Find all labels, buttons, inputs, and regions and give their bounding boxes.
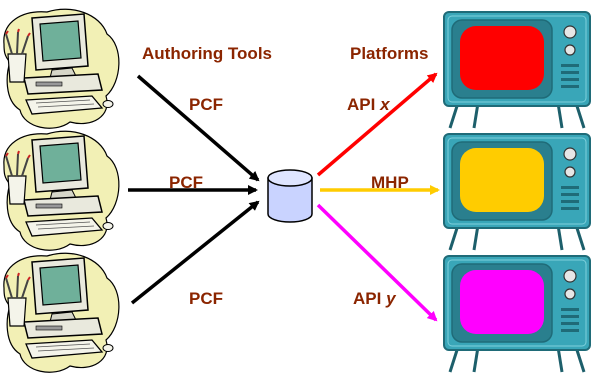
api-y-variable: y — [386, 289, 396, 308]
api-x-label: API x — [347, 96, 390, 113]
pcf-bottom-label: PCF — [189, 289, 223, 308]
television-middle-icon — [442, 132, 592, 252]
arrow-api-y — [316, 203, 438, 322]
api-y-prefix: API — [353, 289, 387, 308]
arrow-pcf-bottom — [130, 200, 260, 305]
computer-bottom-icon — [2, 252, 120, 374]
arrow-api-x — [316, 72, 438, 177]
platforms-label: Platforms — [350, 44, 429, 63]
tv-screen-bottom — [460, 270, 544, 334]
pcf-top-label: PCF — [189, 95, 223, 114]
computer-middle-icon — [2, 130, 120, 252]
television-bottom-icon — [442, 254, 592, 374]
pcf-middle-label: PCF — [169, 173, 203, 192]
tv-screen-top — [460, 26, 544, 90]
computer-top-icon — [2, 8, 120, 130]
api-x-variable: x — [380, 95, 390, 114]
api-y-label: API y — [353, 290, 396, 307]
api-x-prefix: API — [347, 95, 381, 114]
tv-screen-middle — [460, 148, 544, 212]
authoring-tools-label: Authoring Tools — [142, 44, 272, 63]
arrow-pcf-top — [136, 74, 260, 182]
database-icon — [267, 169, 313, 223]
television-top-icon — [442, 10, 592, 130]
mhp-label: MHP — [371, 173, 409, 192]
